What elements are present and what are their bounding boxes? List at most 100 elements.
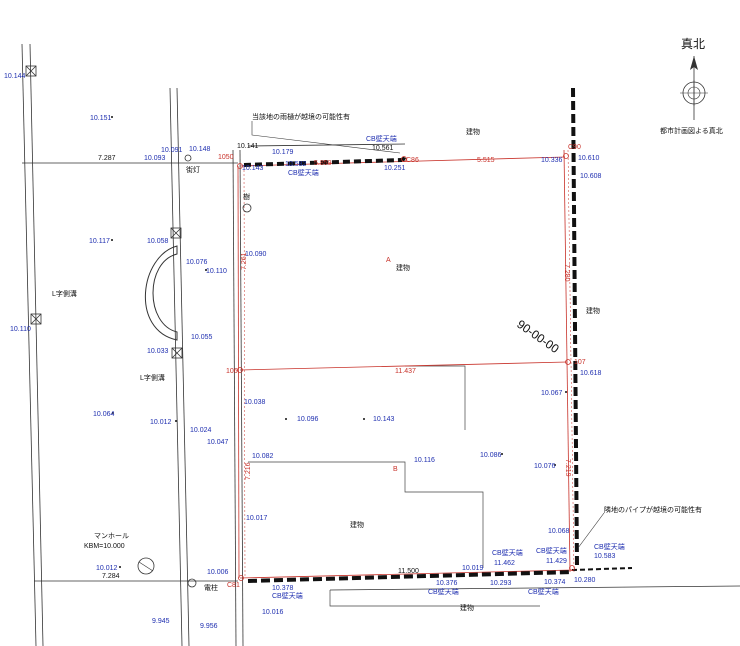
- point-107: 107: [574, 359, 586, 366]
- elev-label: 9.956: [200, 623, 218, 630]
- north-caption: 都市計画図よる真北: [660, 126, 723, 135]
- elev-label: 10.144: [4, 73, 26, 80]
- elev-label: 10.179: [272, 149, 294, 156]
- manhole-icon: [137, 557, 155, 575]
- l-ditch-label-1: L字側溝: [52, 289, 77, 298]
- elev-label: 10.067: [541, 390, 563, 397]
- elev-label: 10.618: [580, 370, 602, 377]
- elev-label: 10.012: [150, 419, 172, 426]
- road-lines: [21, 43, 740, 646]
- elev-label: 10.006: [207, 569, 229, 576]
- elev-label: 10.076: [186, 259, 208, 266]
- cb-wall-label-1: CB壁天端: [366, 134, 397, 143]
- elev-label: 10.116: [414, 457, 435, 464]
- cb-walls: [243, 87, 633, 583]
- elev-label: 10.055: [191, 334, 213, 341]
- elev-label: 10.082: [252, 453, 274, 460]
- elev-label: 10.608: [580, 173, 602, 180]
- dim-top-right: 5.515: [477, 157, 495, 164]
- dim-left-upper: 7.261: [241, 252, 248, 270]
- dim-right-upper: 7.280: [563, 264, 570, 282]
- cb-wall-label-5: CB壁天端: [594, 542, 625, 551]
- dim-road-upper: 7.287: [98, 155, 116, 162]
- elev-label: 10.110: [10, 326, 31, 333]
- point-106: 106: [226, 368, 238, 375]
- elev-label: 10.033: [147, 348, 169, 355]
- angle-label: 90-00-00: [514, 317, 562, 356]
- note-leaders: [251, 121, 605, 549]
- elev-label: 10.058: [147, 238, 169, 245]
- elev-label: 10.582: [285, 161, 307, 168]
- elev-label: 9.945: [152, 618, 170, 625]
- elev-label: 10.293: [490, 580, 512, 587]
- elev-label: 10.376: [436, 580, 458, 587]
- dim-top-left: 5.859: [314, 160, 332, 167]
- elev-label: 10.064: [93, 411, 115, 418]
- gutter-note: 当該地の雨樋が越境の可能性有: [252, 112, 350, 121]
- elev-label: 11.462: [494, 560, 515, 567]
- elev-label: 10.068: [548, 528, 570, 535]
- elev-label: 10.093: [144, 155, 166, 162]
- elev-label: 10.143: [242, 165, 264, 172]
- building-label-bottom: 建物: [460, 603, 474, 612]
- elevation-dots: [111, 116, 567, 568]
- point-markers: [237, 153, 575, 581]
- building-label-b: 建物: [350, 520, 364, 529]
- point-c90: C90: [568, 144, 581, 151]
- elev-label: 10.090: [245, 251, 267, 258]
- elev-label: 11.429: [546, 558, 567, 565]
- point-1050: 1050: [218, 154, 234, 161]
- dim-right-lower: 7.219: [564, 459, 571, 477]
- elev-label: 10.561: [372, 145, 394, 152]
- elev-label: 10.110: [206, 268, 227, 275]
- elev-label: 10.024: [190, 427, 212, 434]
- elev-label: 10.117: [89, 238, 110, 245]
- kbm-label: KBM=10.000: [84, 543, 125, 550]
- elev-label: 10.091: [161, 147, 183, 154]
- cb-wall-label-2: CB壁天端: [288, 168, 319, 177]
- elev-label: 10.374: [544, 579, 566, 586]
- point-c86: C86: [406, 157, 419, 164]
- elev-label: 10.086: [480, 452, 502, 459]
- street-light-icon: [184, 154, 192, 162]
- elev-label: 10.143: [373, 416, 395, 423]
- elev-label: 10.583: [594, 553, 616, 560]
- utility-pole-icon: [187, 578, 197, 588]
- cb-wall-label-4: CB壁天端: [536, 546, 567, 555]
- parcel-b-label: B: [393, 466, 398, 473]
- tree-label: 樹: [243, 192, 250, 201]
- cb-wall-label-6: CB壁天端: [272, 591, 303, 600]
- dim-road-lower: 7.284: [102, 573, 120, 580]
- elev-label: 10.151: [90, 115, 112, 122]
- building-label-top: 建物: [466, 127, 480, 136]
- elev-label: 10.012: [96, 565, 118, 572]
- elev-label: 10.141: [237, 143, 259, 150]
- north-title: 真北: [681, 37, 705, 51]
- elev-label: 10.019: [462, 565, 484, 572]
- elev-label: 10.610: [578, 155, 600, 162]
- dim-mid: 11.437: [395, 368, 416, 375]
- building-outlines: [248, 365, 540, 607]
- elevation-labels: 10.144 10.151 10.091 10.148 10.141 10.09…: [4, 73, 616, 630]
- tree-icon: [242, 203, 252, 213]
- catch-basins: [25, 65, 183, 359]
- elev-label: 10.076: [534, 463, 556, 470]
- building-label-right: 建物: [586, 306, 600, 315]
- elev-label: 10.096: [297, 416, 319, 423]
- elev-label: 10.038: [244, 399, 266, 406]
- elev-label: 10.251: [384, 165, 406, 172]
- cb-wall-label-7: CB壁天端: [428, 587, 459, 596]
- dim-left-lower: 7.216: [245, 462, 252, 480]
- dim-bottom: 11.500: [398, 568, 419, 575]
- cb-wall-label-8: CB壁天端: [528, 587, 559, 596]
- elev-label: 10.047: [207, 439, 229, 446]
- manhole-label: マンホール: [94, 532, 129, 540]
- parcel-a-label: A: [386, 257, 391, 264]
- building-label-a: 建物: [396, 263, 410, 272]
- point-c81: C81: [227, 582, 240, 589]
- elev-label: 10.148: [189, 146, 211, 153]
- elev-label: 10.016: [262, 609, 284, 616]
- l-ditch-label-2: L字側溝: [140, 373, 165, 382]
